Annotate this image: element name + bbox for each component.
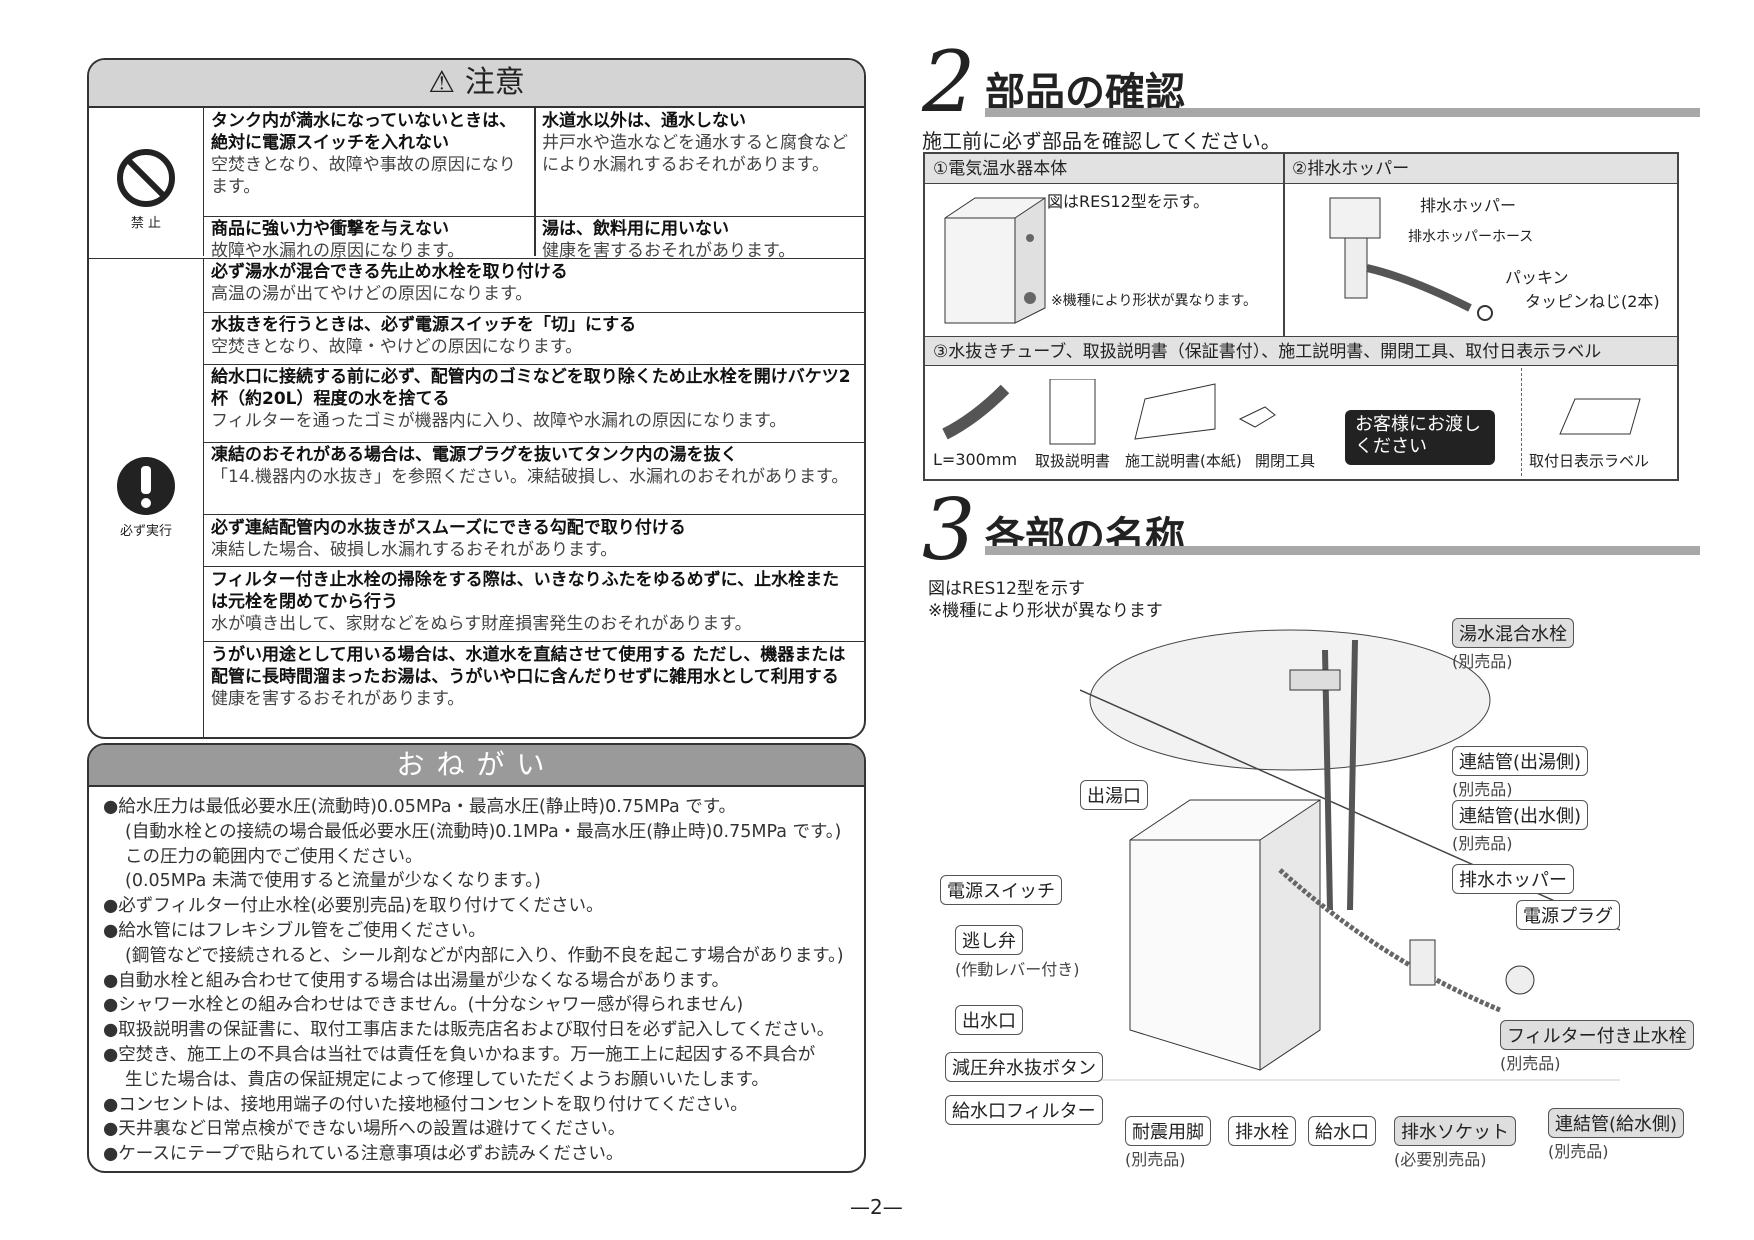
prohibit-icon [117, 149, 175, 207]
list-item: ●給水圧力は最低必要水圧(流動時)0.05MPa・最高水圧(静止時)0.75MP… [103, 797, 736, 817]
section-bar [985, 546, 1700, 555]
list-item: ●コンセントは、接地用端子の付いた接地極付コンセントを取り付けてください。 [103, 1094, 748, 1115]
prohibit-label: 禁 止 [130, 216, 162, 231]
list-item: ●取扱説明書の保証書に、取付工事店または販売店名および取付日を必ず記入してくださ… [103, 1020, 835, 1041]
list-item: ●天井裏など日常点検ができない場所への設置は避けてください。 [103, 1119, 626, 1140]
drain-hopper-illustration [1329, 197, 1493, 321]
callout-power-switch: 電源スイッチ [940, 875, 1062, 905]
must-column: 必ず実行 [89, 258, 204, 737]
parts-header-2: ②排水ホッパー [1283, 154, 1677, 184]
section-bar [985, 108, 1700, 117]
accessories-illustration [942, 379, 1276, 445]
parts-table: ①電気温水器本体 ②排水ホッパー ③水抜きチューブ、取扱説明書（保証書付）、施工… [923, 152, 1679, 481]
installation-diagram [1080, 629, 1621, 1081]
heater-unit-illustration [944, 197, 1046, 324]
date-label: 取付日表示ラベル [1529, 452, 1650, 470]
screw-label: タッピンねじ(2本) [1525, 292, 1660, 311]
callout-sub: (別売品) [1500, 1054, 1561, 1073]
request-title: おねがい [89, 745, 864, 787]
caution-m6: フィルター付き止水栓の掃除をする際は、いきなりふたをゆるめずに、止水栓または元栓… [211, 570, 840, 634]
callout-filter-valve: フィルター付き止水栓 [1500, 1020, 1694, 1050]
caution-m4: 凍結のおそれがある場合は、電源プラグを抜いてタンク内の湯を抜く「14.機器内の水… [211, 445, 849, 487]
parts-note-2: ※機種により形状が異なります。 [1051, 293, 1258, 309]
callout-drain-socket: 排水ソケット [1394, 1116, 1516, 1146]
caution-box: ⚠ 注意 禁 止 必ず実行 タンク内が満水になっていないときは、絶対に電源スイッ… [87, 58, 866, 739]
caution-m5: 必ず連結配管内の水抜きがスムーズにできる勾配で取り付ける凍結した場合、破損し水漏… [211, 518, 686, 560]
section3-note-2: ※機種により形状が異なります [928, 601, 1163, 621]
callout-hopper: 排水ホッパー [1452, 864, 1574, 894]
list-item: この圧力の範囲内でご使用ください。 [125, 846, 423, 867]
callout-sub: (別売品) [1452, 652, 1513, 671]
caution-m3: 給水口に接続する前に必ず、配管内のゴミなどを取り除くため止水栓を開けバケツ2杯（… [211, 367, 851, 431]
callout-mixing-faucet: 湯水混合水栓 [1452, 618, 1574, 648]
callout-supply-pipe: 連結管(給水側) [1548, 1108, 1685, 1138]
caution-r1c1: タンク内が満水になっていないときは、絶対に電源スイッチを入れない空焚きとなり、故… [211, 111, 517, 197]
callout-hot-outlet: 出湯口 [1080, 780, 1148, 810]
caution-r2c1: 商品に強い力や衝撃を与えない故障や水漏れの原因になります。 [211, 219, 465, 261]
tube-label: L=300mm [933, 450, 1018, 469]
list-item: (自動水栓との接続の場合最低必要水圧(流動時)0.1MPa・最高水圧(静止時)0… [125, 821, 842, 842]
callout-drain-button: 減圧弁水抜ボタン [945, 1052, 1103, 1082]
callout-sub: (別売品) [1452, 780, 1513, 799]
list-item: (鋼管などで接続されると、シール剤などが内部に入り、作動不良を起こす場合がありま… [125, 945, 844, 966]
exclamation-icon [117, 457, 175, 515]
customer-handover-badge: お客様にお渡しください [1345, 410, 1495, 465]
packing-label: パッキン [1505, 268, 1569, 287]
callout-relief-valve: 逃し弁 [955, 925, 1023, 955]
callout-water-pipe: 連結管(出水側) [1452, 800, 1589, 830]
list-item: ●シャワー水栓との組み合わせはできません。(十分なシャワー感が得られません) [103, 995, 744, 1016]
parts-header-1: ①電気温水器本体 [925, 154, 1283, 184]
caution-m7: うがい用途として用いる場合は、水道水を直結させて使用する ただし、機器または配管… [211, 645, 846, 709]
list-item: (0.05MPa 未満で使用すると流量が少なくなります。) [125, 871, 541, 892]
label-illustration [1559, 398, 1641, 435]
install-manual-label: 施工説明書(本紙) [1125, 452, 1242, 470]
caution-m1: 必ず湯水が混合できる先止め水栓を取り付ける高温の湯が出てやけどの原因になります。 [211, 262, 568, 304]
callout-sub: (別売品) [1452, 834, 1513, 853]
hopper-hose-label: 排水ホッパーホース [1408, 229, 1534, 245]
callout-power-plug: 電源プラグ [1516, 900, 1620, 930]
section-number-2: 2 [922, 33, 976, 131]
callout-seismic-leg: 耐震用脚 [1125, 1116, 1211, 1146]
caution-r2c2: 湯は、飲料用に用いない健康を害するおそれがあります。 [542, 219, 796, 261]
hopper-label: 排水ホッパー [1420, 196, 1517, 215]
callout-water-outlet: 出水口 [955, 1005, 1023, 1035]
list-item: 生じた場合は、貴店の保証規定によって修理していただくようお願いいたします。 [125, 1069, 769, 1090]
list-item: ●自動水栓と組み合わせて使用する場合は出湯量が少なくなる場合があります。 [103, 970, 730, 991]
list-item: ●必ずフィルター付止水栓(必要別売品)を取り付けてください。 [103, 896, 604, 917]
parts-header-3: ③水抜きチューブ、取扱説明書（保証書付）、施工説明書、開閉工具、取付日表示ラベル [925, 336, 1677, 366]
parts-note-1: 図はRES12型を示す。 [1047, 192, 1210, 211]
caution-r1c2: 水道水以外は、通水しない井戸水や造水などを通水すると腐食などにより水漏れするおそ… [542, 111, 848, 175]
section2-intro: 施工前に必ず部品を確認してください。 [922, 129, 1281, 153]
list-item: ●給水管にはフレキシブル管をご使用ください。 [103, 920, 486, 941]
list-item: ●ケースにテープで貼られている注意事項は必ずお読みください。 [103, 1144, 624, 1165]
callout-sub: (別売品) [1125, 1150, 1186, 1169]
callout-drain-plug: 排水栓 [1228, 1116, 1296, 1146]
caution-title: ⚠ 注意 [89, 60, 864, 108]
tool-label: 開閉工具 [1255, 452, 1316, 470]
callout-sub: (別売品) [1548, 1142, 1609, 1161]
callout-outlet-pipe: 連結管(出湯側) [1452, 746, 1589, 776]
prohibit-column: 禁 止 [89, 108, 204, 256]
section3-note-1: 図はRES12型を示す [928, 579, 1085, 599]
request-box: おねがい ●給水圧力は最低必要水圧(流動時)0.05MPa・最高水圧(静止時)0… [87, 743, 866, 1173]
callout-sub: (必要別売品) [1394, 1150, 1487, 1169]
page-number: —2— [850, 1195, 903, 1219]
section-number-3: 3 [922, 481, 976, 579]
list-item: ●空焚き、施工上の不具合は当社では責任を負いかねます。万一施工上に起因する不具合… [103, 1044, 816, 1065]
request-list: ●給水圧力は最低必要水圧(流動時)0.05MPa・最高水圧(静止時)0.75MP… [103, 795, 864, 1167]
manual-label: 取扱説明書 [1035, 452, 1111, 470]
callout-inlet: 給水口 [1308, 1116, 1376, 1146]
caution-m2: 水抜きを行うときは、必ず電源スイッチを「切」にする空焚きとなり、故障・やけどの原… [211, 315, 637, 357]
callout-inlet-filter: 給水口フィルター [945, 1095, 1103, 1125]
must-label: 必ず実行 [119, 524, 172, 539]
callout-sub: (作動レバー付き) [955, 960, 1080, 979]
